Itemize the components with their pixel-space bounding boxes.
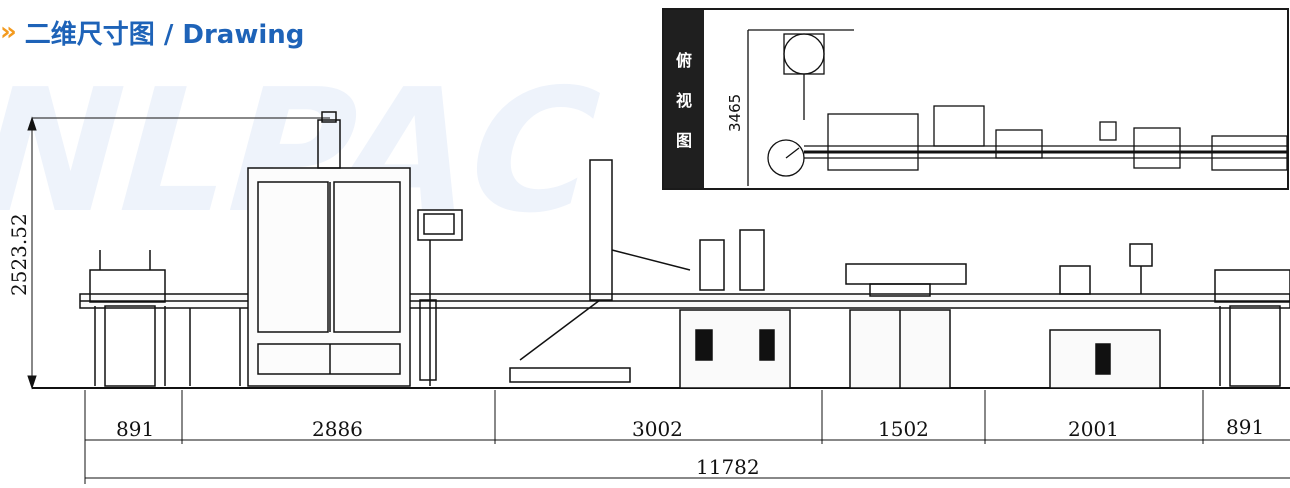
segment-label-4: 1502 — [878, 417, 929, 441]
segment-label-5: 2001 — [1068, 417, 1119, 441]
top-view-label-char-2: 视 — [675, 91, 692, 110]
capping-machine — [509, 159, 791, 389]
total-length-label: 11782 — [696, 455, 760, 479]
right-collection-table — [1214, 269, 1290, 387]
right-labeling-machine — [1049, 243, 1161, 389]
top-view-width-label: 3465 — [726, 94, 744, 132]
top-view-label-tab: 俯 视 图 — [664, 10, 704, 188]
top-view-inset: 俯 视 图 3465 — [662, 8, 1289, 190]
height-dimension-label: 2523.52 — [7, 213, 31, 296]
segment-dimension-lines — [84, 390, 1290, 484]
filling-cabinet — [247, 111, 463, 387]
top-view-label-char-1: 俯 — [675, 51, 692, 70]
segment-label-1: 891 — [116, 417, 154, 441]
segment-label-6: 891 — [1226, 415, 1264, 439]
section-header: » 二维尺寸图 / Drawing — [0, 12, 304, 52]
segment-label-2: 2886 — [312, 417, 363, 441]
segment-labels: 891 2886 3002 1502 2001 891 11782 — [116, 415, 1264, 479]
height-dimension — [27, 116, 330, 390]
page-title: 二维尺寸图 / Drawing — [24, 19, 305, 50]
top-view-label-char-3: 图 — [675, 131, 692, 150]
segment-label-3: 3002 — [632, 417, 683, 441]
labeling-machine — [845, 263, 967, 389]
top-view-drawing: 3465 — [726, 29, 1288, 186]
double-chevron-right-icon: » — [0, 17, 17, 47]
left-feeding-table — [89, 250, 241, 387]
